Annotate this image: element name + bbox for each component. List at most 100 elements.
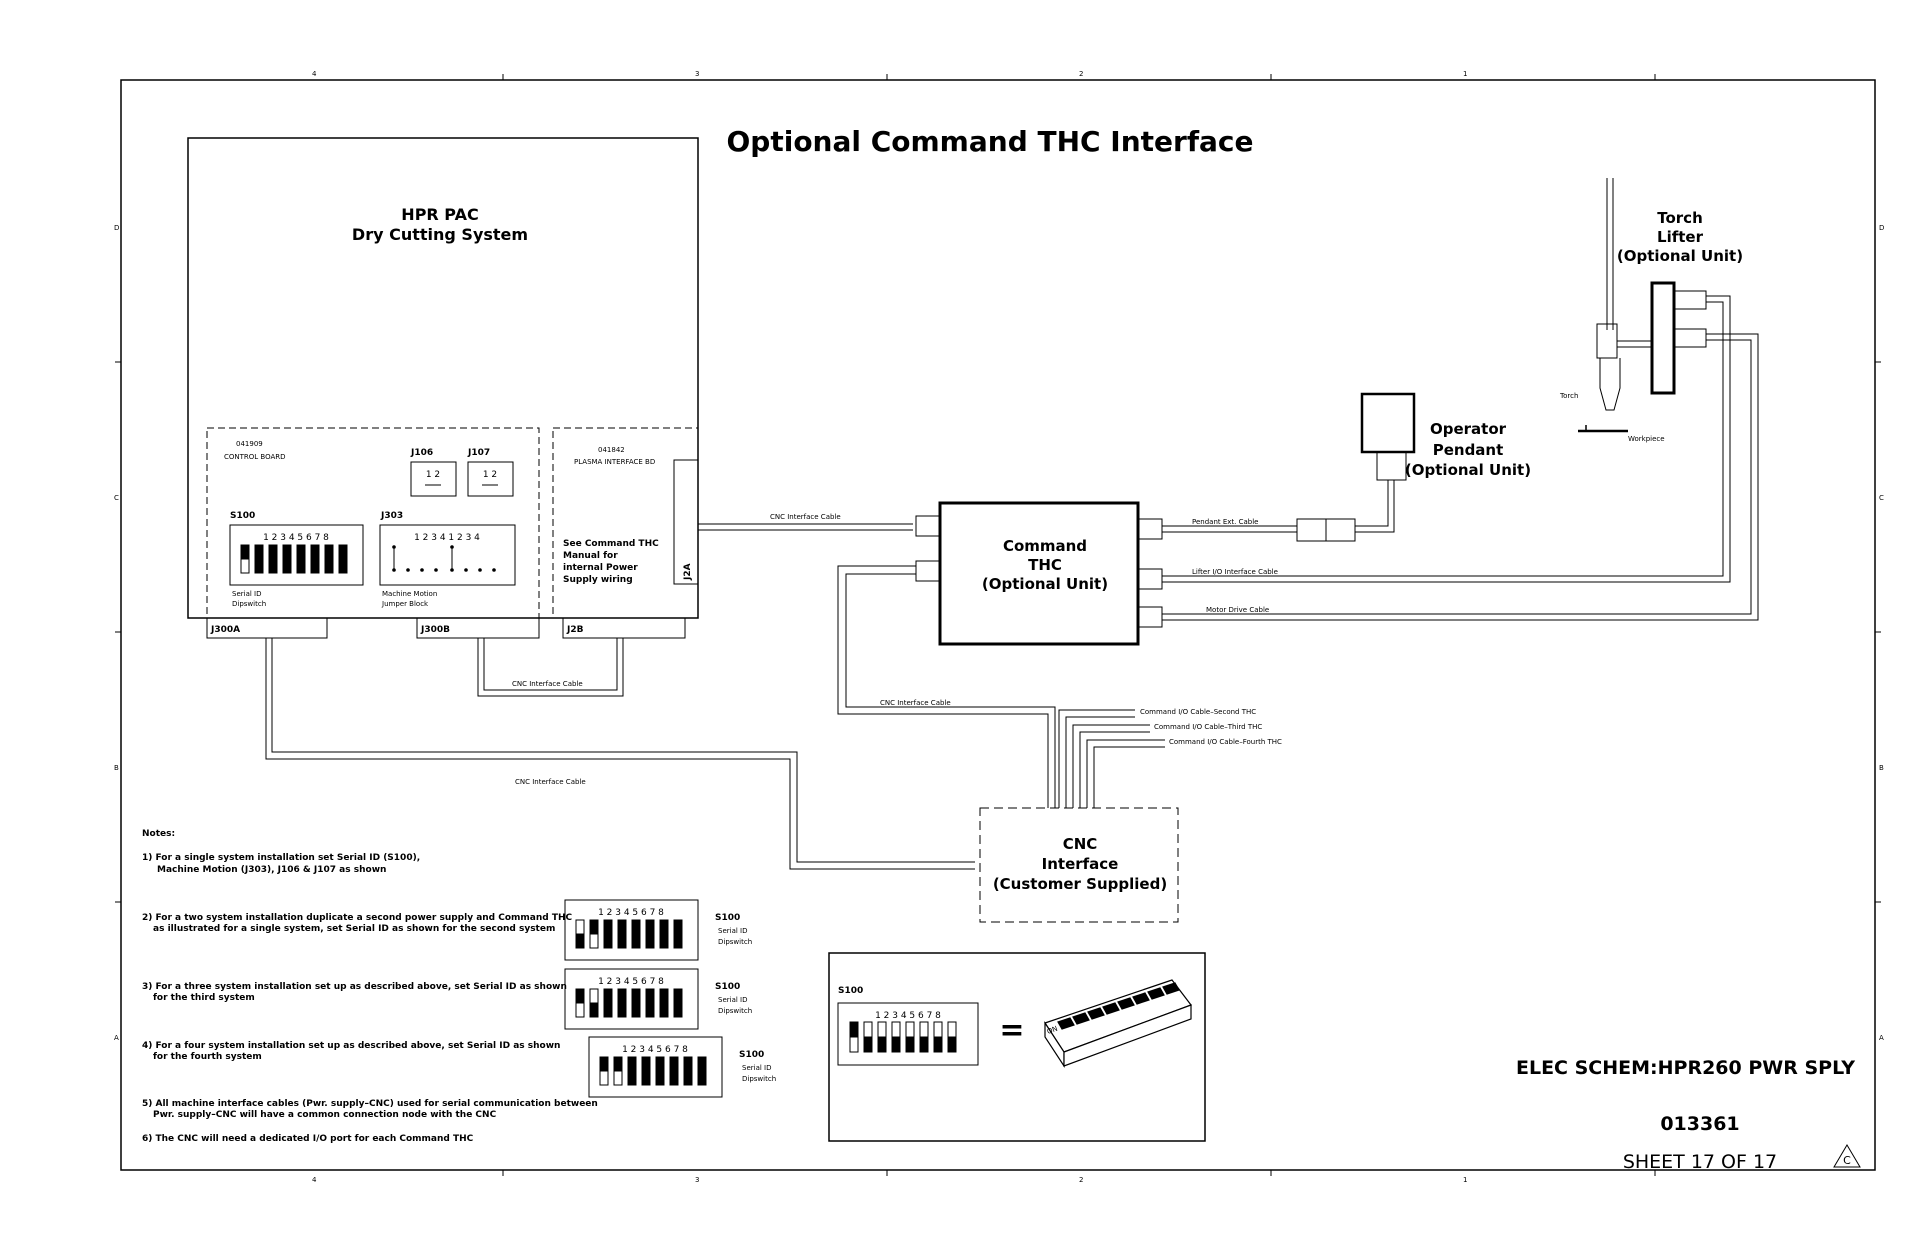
thc-lifter-port [1137, 568, 1163, 590]
legend-on-label: ON [1046, 1025, 1059, 1036]
j2b-label: J2B [566, 625, 584, 635]
s100-caption-1: Serial ID [232, 590, 262, 598]
thc-cnc-port [915, 515, 941, 537]
border-row-d-left: D [114, 224, 119, 232]
border-col-1-bottom: 1 [1463, 1176, 1467, 1184]
j303-pin-numbers: 1 2 3 4 1 2 3 4 [414, 533, 480, 543]
cable-j300a-cnc-inner [271, 638, 975, 863]
j2a-connector [673, 459, 699, 585]
legend-dipswitch [837, 1002, 979, 1066]
border-col-4-top: 4 [312, 70, 317, 78]
cable-fourth-thc-a [1086, 739, 1165, 808]
legend-equals: = [999, 1013, 1024, 1048]
cable-label-cnc-j2a: CNC Interface Cable [770, 513, 841, 521]
j2b-connector [562, 617, 686, 639]
control-board-part: 041909 [236, 440, 263, 448]
dip4-cap1: Serial ID [742, 1064, 772, 1072]
cable-motor-outer [1162, 339, 1752, 615]
control-board-name: CONTROL BOARD [224, 453, 286, 461]
border-col-2-top: 2 [1079, 70, 1083, 78]
s100-label: S100 [230, 511, 255, 521]
notes-block: Notes: 1) For a single system installati… [142, 829, 598, 1144]
border-row-c-left: C [114, 494, 119, 502]
dip-fourth-system [588, 1036, 723, 1098]
dipswitch-3d-illustration [1044, 979, 1192, 1069]
legend-label: S100 [838, 986, 863, 996]
s100-switches [240, 544, 348, 574]
border-row-b-right: B [1879, 764, 1884, 772]
lifter-line3: (Optional Unit) [1617, 247, 1743, 265]
cable-pendant-riser-2 [1355, 480, 1395, 533]
dip3-cap1: Serial ID [718, 996, 748, 1004]
j107-pins: 1 2 [483, 470, 497, 480]
cable-label-second-thc: Command I/O Cable–Second THC [1140, 708, 1256, 716]
cable-label-cnc-loop: CNC Interface Cable [512, 680, 583, 688]
lifter-io-connector [1673, 290, 1707, 310]
thc-cnc2-port [915, 560, 941, 582]
hpr-title-1: HPR PAC [401, 205, 478, 224]
dip3-label: S100 [715, 982, 740, 992]
cable-j300a-cnc-outer [265, 638, 975, 870]
drawing-border [120, 79, 1876, 1171]
border-row-d-right: D [1879, 224, 1884, 232]
j303-caption-1: Machine Motion [382, 590, 437, 598]
cable-lifter-inner [1162, 295, 1731, 583]
border-col-4-bottom: 4 [312, 1176, 317, 1184]
j2a-label: J2A [683, 563, 693, 581]
note-5a: 5) All machine interface cables (Pwr. su… [142, 1099, 598, 1109]
lifter-carriage [1650, 281, 1676, 395]
cable-j300b-j2b-inner [483, 638, 618, 691]
j303-pins [392, 545, 496, 572]
workpiece-label: Workpiece [1628, 435, 1665, 443]
cable-third-thc-a [1072, 724, 1150, 808]
border-col-3-top: 3 [695, 70, 699, 78]
page-title: Optional Command THC Interface [726, 125, 1253, 158]
cable-third-thc-b [1079, 731, 1150, 808]
border-row-a-right: A [1879, 1034, 1884, 1042]
note-1a: 1) For a single system installation set … [142, 853, 420, 863]
command-thc-line2: THC [1028, 556, 1062, 574]
cable-second-thc-a [1058, 709, 1135, 808]
pendant-line1: Operator [1430, 420, 1507, 438]
command-thc-line1: Command [1003, 537, 1087, 555]
note-3b: for the third system [153, 993, 255, 1003]
thc-motor-port [1137, 606, 1163, 628]
cable-j300b-j2b-outer [477, 638, 624, 697]
s100-pin-numbers: 1 2 3 4 5 6 7 8 [263, 533, 329, 543]
j300b-label: J300B [420, 625, 450, 635]
border-col-2-bottom: 2 [1079, 1176, 1083, 1184]
border-labels: 4 3 2 1 4 3 2 1 D C B A D C B A [114, 70, 1884, 1184]
svg-text:internal Power: internal Power [563, 563, 638, 573]
cable-thc-cnc-outer [837, 565, 1049, 808]
cnc-line3: (Customer Supplied) [993, 875, 1167, 893]
dip4-switches [599, 1056, 707, 1086]
dip2-cap2: Dipswitch [718, 938, 752, 946]
cnc-line2: Interface [1042, 855, 1119, 873]
dipswitch-legend-box [828, 952, 1206, 1142]
command-thc-line3: (Optional Unit) [982, 575, 1108, 593]
dip3-cap2: Dipswitch [718, 1007, 752, 1015]
svg-text:Manual for: Manual for [563, 551, 618, 561]
cable-label-pendant: Pendant Ext. Cable [1192, 518, 1259, 526]
pendant-cable-plug [1376, 451, 1407, 481]
title-block-number: 013361 [1660, 1113, 1739, 1135]
see-command-thc-note: See Command THC Manual for internal Powe… [563, 539, 659, 585]
cable-label-lifter: Lifter I/O Interface Cable [1192, 568, 1278, 576]
svg-text:Supply wiring: Supply wiring [563, 575, 633, 585]
torch-mount [1617, 340, 1652, 348]
note-1b: Machine Motion (J303), J106 & J107 as sh… [157, 865, 386, 875]
dip4-cap2: Dipswitch [742, 1075, 776, 1083]
border-col-3-bottom: 3 [695, 1176, 699, 1184]
border-col-1-top: 1 [1463, 70, 1467, 78]
j106-jumper [410, 461, 457, 497]
svg-text:See Command THC: See Command THC [563, 539, 659, 549]
s100-caption-2: Dipswitch [232, 600, 266, 608]
cable-label-third-thc: Command I/O Cable–Third THC [1154, 723, 1262, 731]
note-4b: for the fourth system [153, 1052, 262, 1062]
dip3-switches [575, 988, 683, 1018]
j106-label: J106 [410, 448, 433, 458]
cnc-line1: CNC [1063, 835, 1098, 853]
lifter-line2: Lifter [1657, 228, 1704, 246]
j106-pins: 1 2 [426, 470, 440, 480]
